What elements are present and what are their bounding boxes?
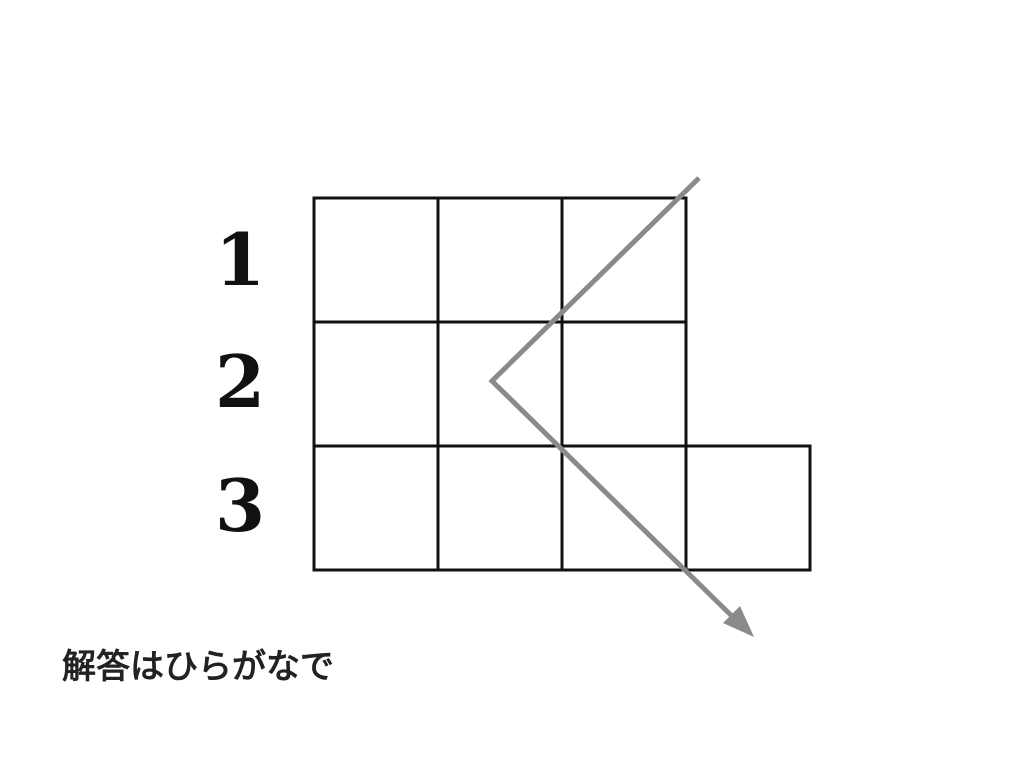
grid-cell-r2-c1[interactable] [312,320,440,448]
grid-cell-r1-c3[interactable] [560,196,688,324]
arrowhead-icon [723,606,754,637]
grid-cell-r2-c3[interactable] [560,320,688,448]
row-label-3: 3 [214,463,266,548]
grid-cell-r3-c2[interactable] [436,444,564,572]
grid-cell-r3-c4[interactable] [684,444,812,572]
grid-cell-r1-c1[interactable] [312,196,440,324]
zigzag-arrow-line [488,176,743,627]
row-label-1: 1 [214,217,266,302]
grid-cell-r1-c2[interactable] [436,196,564,324]
grid-cell-r2-c2[interactable] [436,320,564,448]
grid-cell-r3-c1[interactable] [312,444,440,572]
answer-instruction-note: 解答はひらがなで [62,647,334,687]
row-label-2: 2 [214,339,266,424]
